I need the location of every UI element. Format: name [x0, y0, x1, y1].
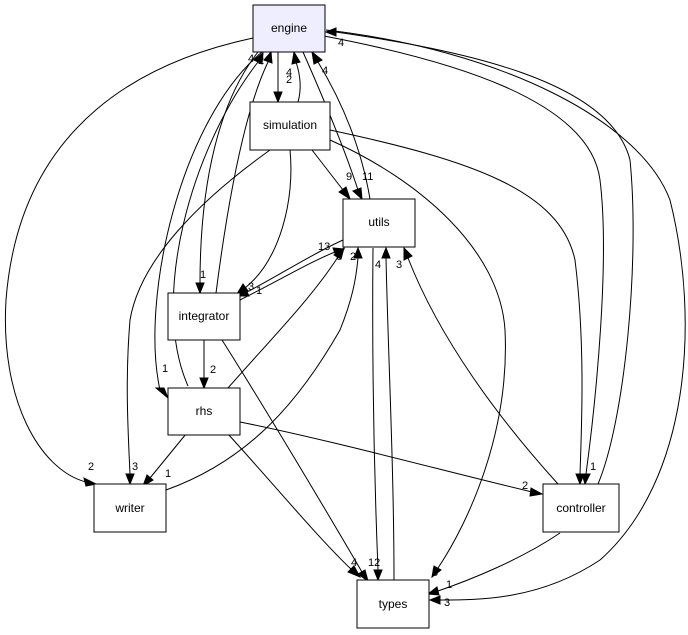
node-label: integrator: [179, 309, 230, 323]
edge-simulation-writer: 3: [125, 149, 271, 486]
edge-label: 2: [286, 74, 292, 86]
edge-rhs-utils: 6: [227, 246, 345, 389]
edge-rhs-controller: 2: [239, 421, 544, 497]
edge-label: 11: [362, 171, 373, 183]
edge-label: 4: [248, 53, 254, 65]
node-writer[interactable]: writer: [93, 483, 167, 533]
edge-simulation-utils: 9: [311, 149, 352, 201]
edge-label: 4: [375, 259, 381, 271]
edge-writer-utils: 2: [165, 246, 363, 491]
edge-engine-types: 3: [325, 29, 686, 609]
node-label: utils: [368, 215, 389, 229]
edge-types-utils: 4: [375, 246, 395, 581]
edge-label: 1: [165, 468, 171, 480]
edge-label: 4: [286, 67, 292, 79]
node-simulation[interactable]: simulation: [249, 101, 331, 151]
edge-label: 6: [336, 251, 342, 263]
node-utils[interactable]: utils: [342, 198, 416, 248]
edge-label: 4: [322, 65, 328, 77]
edge-integrator-engine: 2: [215, 50, 273, 294]
edge-label: 12: [368, 557, 380, 569]
edge-controller-utils: 3: [396, 246, 559, 485]
edge-engine-rhs: 1: [154, 51, 263, 399]
edge-label: 5: [432, 567, 438, 579]
edge-label: 9: [346, 171, 352, 183]
node-types[interactable]: types: [356, 579, 430, 629]
edge-label: 1: [162, 363, 168, 375]
edge-simulation-engine: 4: [286, 50, 301, 103]
edge-simulation-types: 5: [329, 139, 506, 579]
node-label: types: [379, 597, 408, 611]
edge-engine-simulation: 2: [273, 52, 292, 104]
edge-label: 3: [396, 259, 402, 271]
edge-label: 2: [88, 461, 94, 473]
edge-engine-writer: 2: [4, 37, 254, 487]
edge-label: 3: [248, 281, 254, 293]
edge-rhs-writer: 1: [142, 433, 187, 488]
node-label: rhs: [196, 404, 213, 418]
edge-engine-controller: 1: [323, 35, 604, 486]
edge-integrator-rhs: 2: [199, 340, 216, 390]
edge-utils-integrator: 1: [236, 239, 344, 297]
edge-label: 1: [200, 269, 206, 281]
edge-controller-engine: 4: [324, 27, 634, 485]
edge-integrator-types: 4: [221, 339, 369, 583]
edge-simulation-controller: [329, 129, 585, 486]
edge-label: 1: [590, 461, 596, 473]
edge-label: 3: [132, 461, 138, 473]
node-label: engine: [271, 21, 307, 35]
node-label: controller: [556, 501, 605, 515]
edge-label: 2: [522, 480, 528, 492]
node-label: writer: [114, 501, 144, 515]
node-label: simulation: [263, 118, 317, 132]
edge-utils-types: 12: [368, 247, 383, 582]
edge-utils-engine: 11: [311, 50, 373, 200]
edge-engine-utils: 4: [302, 51, 363, 201]
node-rhs[interactable]: rhs: [167, 387, 241, 436]
edge-rhs-types: [227, 433, 362, 579]
node-integrator[interactable]: integrator: [167, 292, 241, 341]
node-engine[interactable]: engine: [252, 4, 326, 53]
edge-label: 2: [350, 251, 356, 263]
edge-controller-types: 1: [426, 532, 561, 596]
node-controller[interactable]: controller: [542, 483, 620, 533]
edge-label: 1: [256, 285, 262, 297]
edge-label: 4: [338, 37, 344, 49]
edge-label: 3: [444, 597, 450, 609]
edge-label: 13: [318, 241, 330, 253]
edge-label: 1: [446, 579, 452, 591]
edge-label: 4: [351, 557, 357, 569]
edge-engine-integrator: 1: [195, 51, 259, 295]
edge-label: 2: [210, 364, 216, 376]
